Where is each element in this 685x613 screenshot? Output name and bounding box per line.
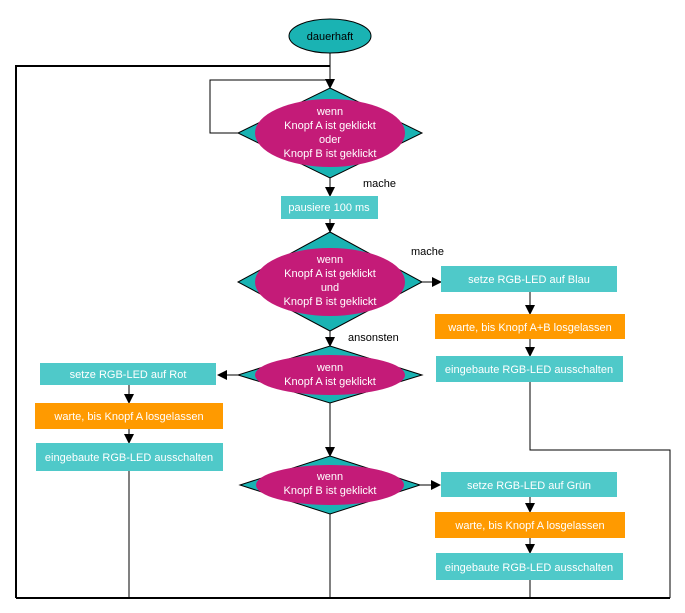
decision-a: wenn Knopf A ist geklickt: [236, 345, 424, 404]
decision-and-yes-label: mache: [411, 246, 444, 258]
led-off-a: eingebaute RGB-LED ausschalten: [45, 452, 213, 464]
decision-or-line-1: wenn: [316, 106, 343, 118]
set-led-blue: setze RGB-LED auf Blau: [468, 274, 590, 286]
decision-or-yes-label: mache: [363, 178, 396, 190]
branch-ab: setze RGB-LED auf Blau warte, bis Knopf …: [435, 266, 625, 382]
decision-and-line-3: und: [321, 282, 339, 294]
set-led-red: setze RGB-LED auf Rot: [70, 369, 187, 381]
wait-a-released-b: warte, bis Knopf A losgelassen: [454, 520, 604, 532]
set-led-green: setze RGB-LED auf Grün: [467, 480, 591, 492]
decision-and-line-2: Knopf A ist geklickt: [284, 268, 376, 280]
decision-and-line-4: Knopf B ist geklickt: [284, 296, 377, 308]
connectors: [15, 53, 671, 599]
branch-b: setze RGB-LED auf Grün warte, bis Knopf …: [435, 472, 625, 580]
decision-or-line-3: oder: [319, 134, 341, 146]
decision-b-line-2: Knopf B ist geklickt: [284, 485, 377, 497]
led-off-b: eingebaute RGB-LED ausschalten: [445, 562, 613, 574]
decision-and: wenn Knopf A ist geklickt und Knopf B is…: [236, 231, 424, 332]
decision-b: wenn Knopf B ist geklickt: [238, 455, 422, 515]
start-label: dauerhaft: [307, 31, 353, 43]
led-off-ab: eingebaute RGB-LED ausschalten: [445, 364, 613, 376]
decision-or: wenn Knopf A ist geklickt oder Knopf B i…: [236, 87, 424, 179]
start-node: dauerhaft: [288, 18, 372, 54]
decision-or-line-2: Knopf A ist geklickt: [284, 120, 376, 132]
decision-a-line-2: Knopf A ist geklickt: [284, 376, 376, 388]
pause-node: pausiere 100 ms: [281, 196, 378, 219]
wait-ab-released: warte, bis Knopf A+B losgelassen: [447, 322, 612, 334]
decision-and-line-1: wenn: [316, 254, 343, 266]
decision-and-else-label: ansonsten: [348, 332, 399, 344]
wait-a-released: warte, bis Knopf A losgelassen: [53, 411, 203, 423]
decision-b-line-1: wenn: [316, 471, 343, 483]
decision-or-line-4: Knopf B ist geklickt: [284, 148, 377, 160]
decision-a-line-1: wenn: [316, 362, 343, 374]
pause-label: pausiere 100 ms: [288, 202, 370, 214]
branch-a: setze RGB-LED auf Rot warte, bis Knopf A…: [35, 363, 223, 471]
